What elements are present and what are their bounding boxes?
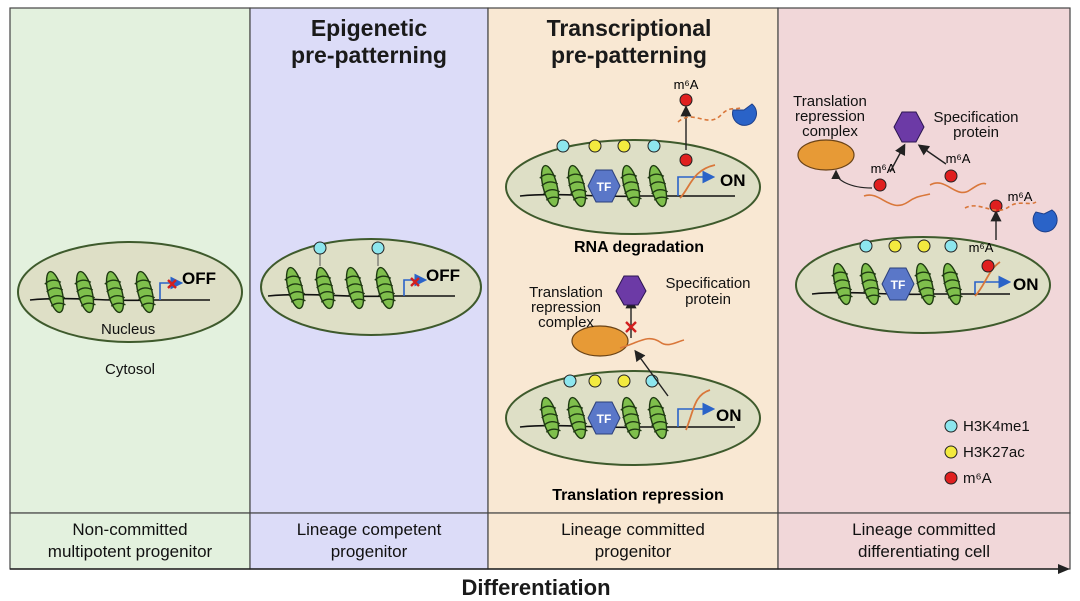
transcriptional-header-line1: Transcriptional — [547, 15, 712, 41]
tf-icon — [881, 267, 915, 301]
h3k4me1-mark-icon — [944, 239, 958, 253]
repression-complex-label-line3: complex — [802, 123, 858, 140]
epigenetic-header-line2: pre-patterning — [291, 42, 447, 68]
m6a-mark-icon — [944, 169, 958, 183]
m6a-label: m⁶A — [969, 240, 994, 255]
cell-lineage-competent: OFF — [260, 238, 482, 336]
repression-complex-label-line3: complex — [538, 314, 594, 331]
m6a-label: m⁶A — [946, 151, 971, 166]
stage-1-line2: multipotent progenitor — [48, 542, 213, 561]
blocked-mark-icon — [410, 277, 420, 287]
off-label: OFF — [182, 269, 216, 288]
h3k4me1-mark-icon — [313, 241, 327, 255]
on-label: ON — [716, 406, 742, 425]
tf-icon — [587, 401, 621, 435]
arrowhead-icon — [1058, 564, 1070, 574]
nucleus-label: Nucleus — [101, 321, 155, 338]
stage-1-line1: Non-committed — [72, 520, 187, 539]
mrna-icon — [685, 389, 711, 431]
cytosol-label: Cytosol — [105, 361, 155, 378]
h3k4me1-mark-icon — [563, 374, 577, 388]
legend-h3k4me1-icon — [944, 419, 958, 433]
epigenetic-header-line1: Epigenetic — [311, 15, 428, 41]
off-label: OFF — [426, 266, 460, 285]
translation-repression-label: Translation repression — [552, 487, 724, 504]
h3k27ac-mark-icon — [588, 374, 602, 388]
cell-differentiating: TF ON m⁶A m⁶A m⁶A m⁶A Translation repres… — [793, 93, 1058, 334]
tf-label: TF — [597, 180, 612, 194]
repression-complex-label-line2: repression — [531, 299, 601, 316]
h3k27ac-mark-icon — [588, 139, 602, 153]
m6a-label: m⁶A — [871, 161, 896, 176]
specification-protein-label-line2: protein — [953, 124, 999, 141]
h3k4me1-mark-icon — [556, 139, 570, 153]
degrader-icon — [732, 103, 757, 126]
legend-m6a-icon — [944, 471, 958, 485]
cell-rna-degradation: TF ON m⁶A RNA degradation — [505, 77, 761, 256]
mrna-icon — [863, 193, 931, 207]
blocked-mark-icon — [167, 279, 177, 289]
repression-complex-label-line1: Translation — [529, 284, 603, 301]
stage-strip-1 — [9, 512, 251, 570]
differentiation-label: Differentiation — [461, 575, 610, 600]
h3k4me1-mark-icon — [647, 139, 661, 153]
m6a-mark-icon — [679, 153, 693, 167]
degrader-icon — [1032, 209, 1058, 233]
m6a-label: m⁶A — [674, 77, 699, 92]
h3k27ac-mark-icon — [917, 239, 931, 253]
h3k4me1-mark-icon — [645, 374, 659, 388]
translation-repression-complex-icon — [571, 325, 629, 357]
legend-m6a-label: m⁶A — [963, 470, 992, 487]
mrna-icon — [929, 182, 987, 194]
stage-2-line1: Lineage competent — [297, 520, 442, 539]
transcriptional-header-line2: pre-patterning — [551, 42, 707, 68]
stage-3-line1: Lineage committed — [561, 520, 705, 539]
legend: H3K4me1 H3K27ac m⁶A — [944, 418, 1030, 487]
h3k27ac-mark-icon — [888, 239, 902, 253]
on-label: ON — [720, 171, 746, 190]
m6a-mark-icon — [873, 178, 887, 192]
specification-protein-icon — [615, 275, 647, 306]
h3k4me1-mark-icon — [371, 241, 385, 255]
stage-strip-4 — [777, 512, 1071, 570]
mrna-icon — [619, 337, 685, 349]
legend-h3k27ac-label: H3K27ac — [963, 444, 1025, 461]
h3k27ac-mark-icon — [617, 139, 631, 153]
translation-repression-complex-icon — [797, 139, 855, 171]
cell-translation-repression: TF ON Specification protein Translation … — [505, 275, 761, 504]
stage-strip-2 — [249, 512, 489, 570]
stage-2-line2: progenitor — [331, 542, 408, 561]
m6a-label: m⁶A — [1008, 189, 1033, 204]
mrna-icon — [974, 261, 1001, 297]
repression-complex-label-line2: repression — [795, 108, 865, 125]
tf-label: TF — [891, 278, 906, 292]
stage-4-line2: differentiating cell — [858, 542, 990, 561]
mrna-icon — [679, 164, 716, 199]
specification-protein-label-line2: protein — [685, 291, 731, 308]
m6a-mark-icon — [679, 93, 693, 107]
m6a-mark-icon — [981, 259, 995, 273]
specification-protein-icon — [893, 111, 925, 143]
legend-h3k27ac-icon — [944, 445, 958, 459]
specification-protein-label-line1: Specification — [665, 275, 750, 292]
h3k27ac-mark-icon — [617, 374, 631, 388]
blocked-mark-icon — [625, 321, 637, 333]
tf-icon — [587, 169, 621, 203]
h3k4me1-mark-icon — [859, 239, 873, 253]
repression-complex-label-line1: Translation — [793, 93, 867, 110]
stage-4-line1: Lineage committed — [852, 520, 996, 539]
tf-label: TF — [597, 412, 612, 426]
on-label: ON — [1013, 275, 1039, 294]
specification-protein-label-line1: Specification — [933, 109, 1018, 126]
legend-h3k4me1-label: H3K4me1 — [963, 418, 1030, 435]
rna-degradation-label: RNA degradation — [574, 239, 704, 256]
cell-non-committed: OFF Nucleus — [17, 241, 243, 343]
stage-3-line2: progenitor — [595, 542, 672, 561]
